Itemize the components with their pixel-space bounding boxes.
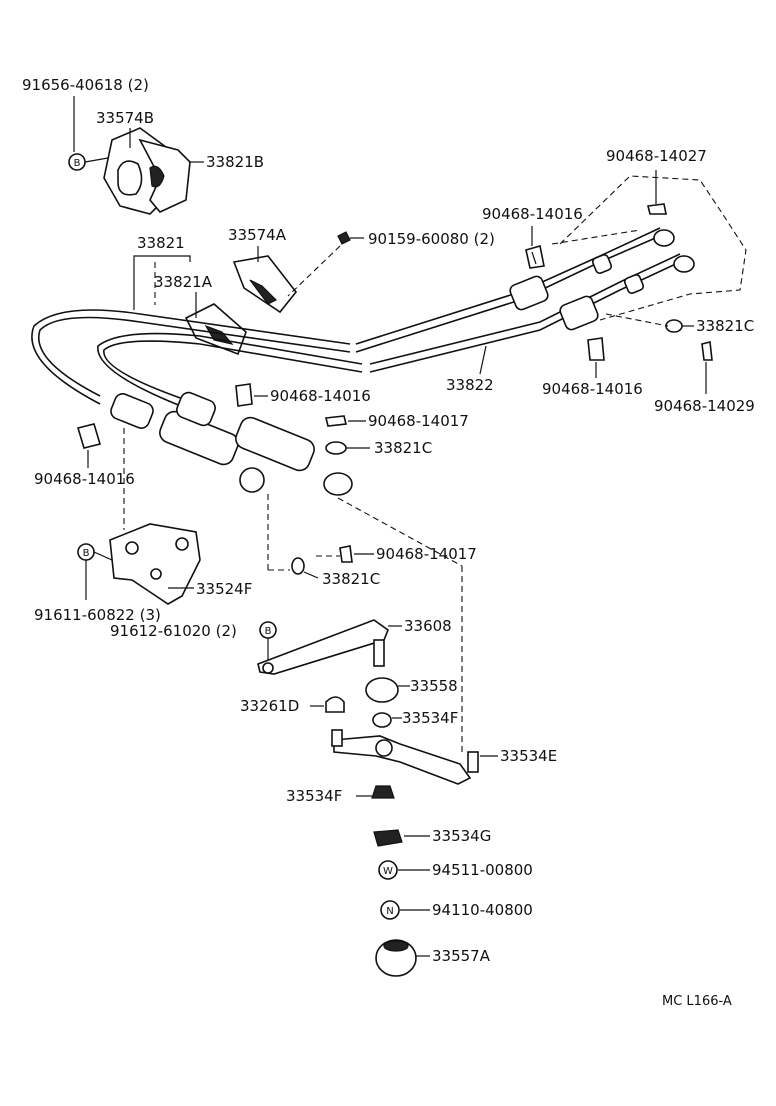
label-90468-14027: 90468-14027: [606, 147, 707, 165]
label-33558: 33558: [410, 677, 458, 695]
label-90468-14029: 90468-14029: [654, 397, 755, 415]
label-33822: 33822: [446, 376, 494, 394]
label-33608: 33608: [404, 617, 452, 635]
label-33524f: 33524F: [196, 580, 252, 598]
washer-33821c-mid: [325, 441, 347, 455]
label-33574a: 33574A: [228, 226, 287, 244]
w-circle-icon: [378, 860, 398, 880]
svg-text:N: N: [386, 906, 393, 917]
bushing-33557a: [375, 939, 417, 977]
transmission-outline: [559, 175, 747, 321]
svg-text:W: W: [383, 866, 393, 877]
label-33534e: 33534E: [500, 747, 557, 765]
bracket-assembly-33574b: B: [68, 96, 204, 215]
cap-33261d: [325, 696, 345, 713]
svg-text:B: B: [265, 626, 272, 637]
label-91612-61020: 91612-61020 (2): [110, 622, 237, 640]
pin-90468-14017-a: [325, 415, 347, 427]
cable-end-left-upper: [110, 393, 265, 493]
label-33534g: 33534G: [432, 827, 491, 845]
bushing-33534f-b: [371, 785, 395, 799]
label-33821c-mid: 33821C: [374, 439, 432, 457]
bushing-33534f-a: [372, 712, 392, 728]
plate-33574a: [232, 255, 298, 314]
label-90468-14016-left: 90468-14016: [34, 470, 135, 488]
cable-33822: [31, 227, 681, 409]
label-33534f-a: 33534F: [402, 709, 458, 727]
clip-90468-14016-left: [76, 423, 102, 449]
label-33574b: 33574B: [96, 109, 154, 127]
cable-end-right-upper: [509, 229, 675, 311]
clip-90468-14029: [701, 341, 713, 361]
label-90159-60080: 90159-60080 (2): [368, 230, 495, 248]
label-90468-14016-center: 90468-14016: [270, 387, 371, 405]
washer-33821c-right: [665, 319, 683, 333]
lever-33534e: [331, 729, 479, 785]
bushing-33558: [365, 677, 399, 703]
bolt-90159: [337, 231, 351, 245]
label-33557a: 33557A: [432, 947, 491, 965]
label-33821c-low: 33821C: [322, 570, 380, 588]
label-90468-14017-a: 90468-14017: [368, 412, 469, 430]
label-33821b: 33821B: [206, 153, 264, 171]
bracket-33524f: [109, 523, 201, 605]
lever-33608: [257, 619, 389, 675]
clip-90468-14016-top: [525, 244, 545, 269]
washer-33821c-low: [291, 557, 305, 575]
label-91611-60822: 91611-60822 (3): [34, 606, 161, 624]
svg-text:B: B: [83, 548, 90, 559]
label-33261d: 33261D: [240, 697, 299, 715]
pin-90468-14017-b: [339, 545, 353, 563]
plate-33534g: [373, 829, 403, 847]
label-90468-14016-top: 90468-14016: [482, 205, 583, 223]
clip-90468-14027: [647, 203, 667, 215]
label-94511-00800: 94511-00800: [432, 861, 533, 879]
svg-text:B: B: [74, 158, 81, 169]
label-94110-40800: 94110-40800: [432, 901, 533, 919]
label-90468-14016-mid: 90468-14016: [542, 380, 643, 398]
label-90468-14017-b: 90468-14017: [376, 545, 477, 563]
cable-end-right-lower: [559, 255, 695, 331]
label-91656-40618: 91656-40618 (2): [22, 76, 149, 94]
diagram-code: MC L166-A: [662, 994, 732, 1009]
n-circle-icon: [380, 900, 400, 920]
label-33821: 33821: [137, 234, 185, 252]
label-33821c-right: 33821C: [696, 317, 754, 335]
clip-90468-14016-center: [235, 383, 253, 407]
label-33534f-b: 33534F: [286, 787, 342, 805]
label-33821a: 33821A: [154, 273, 213, 291]
cable-end-left-lower: [176, 391, 353, 496]
clip-90468-14016-mid: [587, 337, 605, 361]
